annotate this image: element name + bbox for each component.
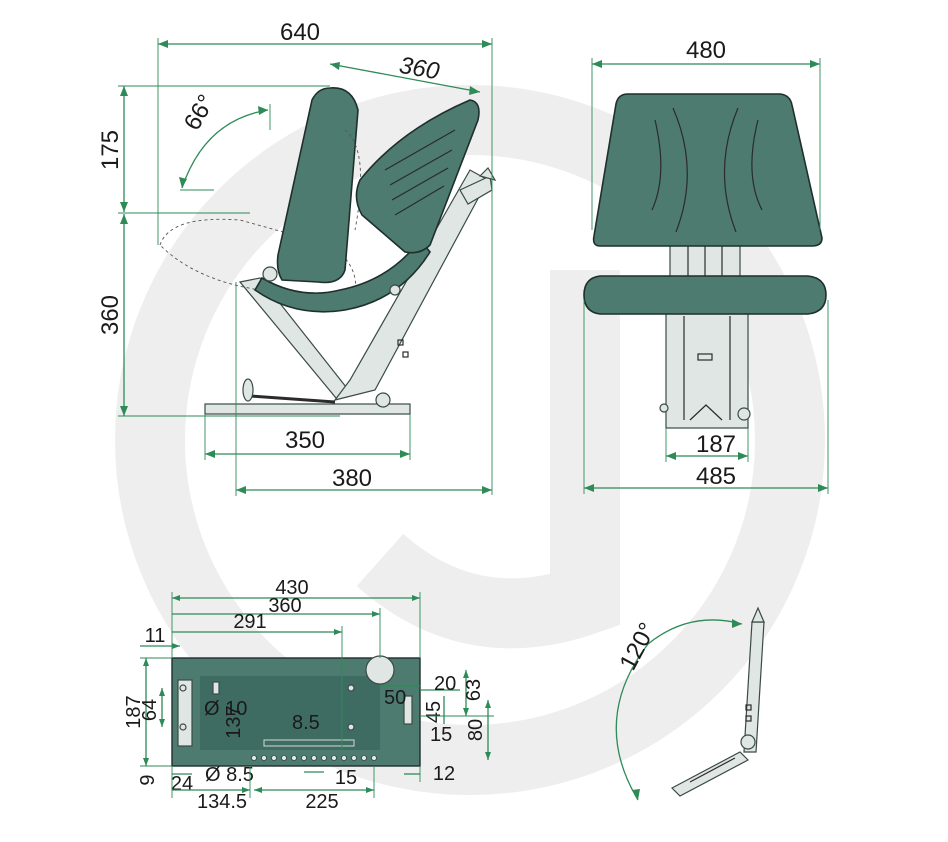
- dim-backrest-width: 480: [686, 37, 726, 64]
- seat-bracket: [253, 238, 431, 313]
- dim-knob-width: 20: [434, 673, 456, 695]
- dim-hole-diameter: Ø 10: [204, 698, 247, 720]
- dim-knob-offset: 50: [384, 687, 406, 709]
- dim-backrest-length: 360: [397, 52, 442, 86]
- backrest-tilted: [276, 87, 359, 284]
- dim-slot-width: 8.5: [292, 712, 320, 734]
- fold-pivot: [740, 734, 756, 750]
- dim-row-pitch: 15: [335, 767, 357, 789]
- front-backrest: [592, 93, 823, 247]
- dim-slider-width: 187: [696, 431, 736, 458]
- dim-tilt-angle: 66°: [179, 90, 221, 135]
- knob: [365, 655, 395, 685]
- dim-handle-width: 15: [430, 724, 452, 746]
- lever-knob: [242, 378, 254, 402]
- front-slider: [665, 309, 749, 429]
- dim-hole-span-inner: 291: [233, 611, 266, 633]
- hole-row: [251, 755, 377, 761]
- dim-small-hole: Ø 8.5: [205, 764, 254, 786]
- dim-plate-length: 430: [275, 577, 308, 599]
- front-seat: [583, 275, 827, 315]
- folded-seat-ghost: [159, 218, 357, 296]
- dim-side-width: 640: [280, 19, 320, 46]
- dim-rail-depth: 350: [285, 427, 325, 454]
- adjust-lever: [249, 394, 336, 404]
- fold-column-tip: [751, 606, 765, 623]
- dim-seat-height: 360: [97, 295, 124, 335]
- dim-height-total: 187: [123, 695, 145, 728]
- dim-top-height: 175: [97, 130, 124, 170]
- dim-right-height: 80: [465, 719, 487, 741]
- base-rail: [204, 403, 411, 415]
- front-view: 480 187 485: [583, 37, 829, 494]
- dim-bottom-left: 24: [171, 773, 193, 795]
- dim-bottom-offset: 9: [137, 774, 159, 785]
- seat-column: [333, 169, 489, 401]
- dim-handle-height: 45: [423, 701, 445, 723]
- dim-slot-height: 64: [139, 699, 161, 721]
- dim-base-depth: 380: [332, 465, 372, 492]
- column-tip: [478, 167, 497, 181]
- seat-cushion-tilted: [355, 99, 480, 254]
- dim-row-length: 225: [305, 791, 338, 813]
- dim-side-offset: 63: [463, 679, 485, 701]
- dim-first-hole: 134.5: [197, 791, 247, 813]
- pivot-bolt: [375, 392, 391, 408]
- dim-slot-length: 137: [223, 705, 245, 738]
- fold-rail: [671, 751, 749, 797]
- base-plate-view: 430 360 291 11 187 64 Ø 10 137 8.5 50 20: [123, 577, 494, 813]
- dim-hole-span-outer: 360: [268, 595, 301, 617]
- handle: [403, 695, 413, 725]
- dim-overall-width: 485: [696, 463, 736, 490]
- dim-right-margin: 12: [433, 763, 455, 785]
- dim-left-offset: 11: [145, 625, 166, 647]
